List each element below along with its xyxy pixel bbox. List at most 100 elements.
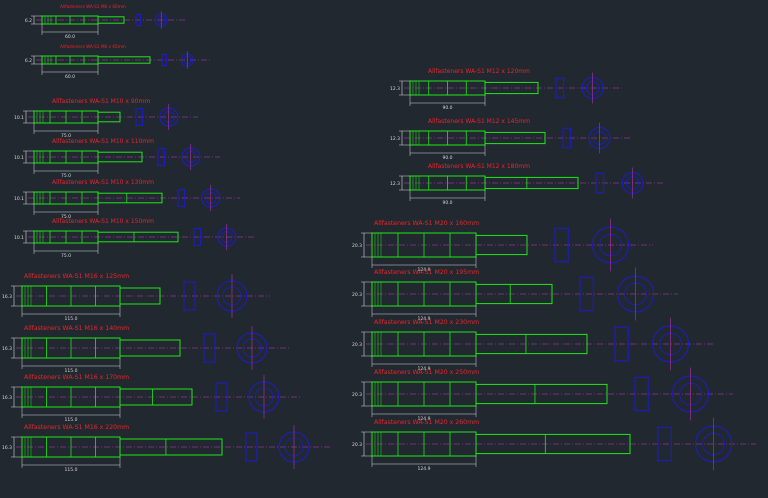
anchor-bolt [97, 231, 179, 243]
anchor-title: Allfasteners WA-S1 M10 x 150mm [52, 218, 154, 225]
anchor-bolt [119, 438, 223, 456]
dim-diameter-label: 12.3 [390, 86, 400, 92]
anchor-title: Allfasteners WA-S1 M20 x 250mm [374, 369, 479, 376]
washer [634, 376, 649, 412]
anchor-bolt [97, 192, 163, 204]
anchor-bolt [97, 111, 121, 123]
anchor-drawing: Allfasteners WA-S1 M12 x 145mm 12.3 90.0 [390, 118, 631, 161]
anchor-drawing: Allfasteners WA-S1 M10 x 150mm 10.1 75.0 [14, 218, 256, 259]
washer [614, 326, 629, 362]
anchor-title: Allfasteners WA-S1 M20 x 230mm [374, 319, 479, 326]
dim-diameter-label: 20.3 [352, 292, 362, 298]
dim-length-label: 124.9 [418, 466, 431, 472]
washer [203, 333, 216, 363]
dim-length-label: 124.9 [418, 316, 431, 322]
anchor-drawing: Allfasteners WA-S1 M16 x 140mm 16.3 115.0 [2, 325, 290, 374]
anchor-title: Allfasteners WA-S1 M16 x 125mm [24, 273, 129, 280]
dim-diameter-label: 20.3 [352, 442, 362, 448]
washer [245, 432, 258, 462]
dim-length-label: 75.0 [61, 173, 71, 179]
anchor-bolt [484, 176, 579, 190]
dim-length-label: 124.9 [418, 366, 431, 372]
anchor-bolt [97, 16, 125, 24]
dim-length-label: 90.0 [442, 105, 452, 111]
dim-length-label: 115.0 [65, 417, 78, 423]
dim-length-label: 115.0 [65, 368, 78, 374]
dim-diameter-label: 10.1 [14, 196, 24, 202]
dim-diameter-label: 6.2 [25, 18, 32, 24]
anchor-drawing: Allfasteners WA-S1 M10 x 90mm 10.1 75.0 [14, 98, 198, 139]
washer [579, 276, 594, 312]
dim-diameter-label: 16.3 [2, 294, 12, 300]
anchor-bolt [475, 333, 588, 355]
anchor-title: Allfasteners WA-S1 M10 x 90mm [52, 98, 150, 105]
washer [135, 13, 141, 27]
dim-length-label: 60.0 [65, 34, 75, 40]
anchor-drawing: Allfasteners WA-S1 M16 x 125mm 16.3 115.0 [2, 273, 270, 322]
anchor-drawing: Allfasteners WA-S1 M10 x 130mm 10.1 75.0 [14, 179, 240, 220]
anchor-title: Allfasteners WA-S1 M16 x 220mm [24, 424, 129, 431]
washer [554, 227, 569, 263]
anchor-title: Allfasteners WA-S1 M16 x 140mm [24, 325, 129, 332]
anchor-bolt [97, 151, 143, 163]
dim-diameter-label: 20.3 [352, 243, 362, 249]
washer [215, 382, 228, 412]
anchor-drawing: Allfasteners WA-S1 M12 x 120mm 12.3 90.0 [390, 68, 624, 111]
dim-diameter-label: 12.3 [390, 136, 400, 142]
anchor-drawing: Allfasteners WA-S1 M20 x 195mm 20.3 124.9 [352, 267, 678, 322]
washer [177, 189, 186, 207]
anchor-title: Allfasteners WA-S1 M20 x 160mm [374, 220, 479, 227]
dim-length-label: 115.0 [65, 467, 78, 473]
washer [193, 228, 202, 246]
dim-length-label: 90.0 [442, 155, 452, 161]
dim-length-label: 60.0 [65, 74, 75, 80]
anchor-title: Allfasteners WA-S1 M20 x 260mm [374, 419, 479, 426]
anchor-title: Allfasteners WA-S1 M10 x 110mm [52, 138, 154, 145]
washer [555, 77, 565, 99]
anchor-drawing: Allfasteners WA-S1 M12 x 180mm 12.3 90.0 [390, 163, 664, 206]
dim-diameter-label: 20.3 [352, 392, 362, 398]
anchor-drawing: Allfasteners WA-S1 M20 x 160mm 20.3 124.9 [352, 218, 653, 273]
anchor-drawing: Allfasteners WA-S1 M6 x 60mm 6.2 60.0 [25, 4, 186, 40]
dim-diameter-label: 10.1 [14, 115, 24, 121]
anchor-bolt [475, 433, 631, 455]
dim-diameter-label: 16.3 [2, 445, 12, 451]
anchor-bolt [475, 234, 528, 256]
anchor-drawing: Allfasteners WA-S1 M16 x 220mm 16.3 115.0 [2, 424, 332, 473]
washer [657, 426, 672, 462]
dim-length-label: 75.0 [61, 214, 71, 220]
dim-diameter-label: 16.3 [2, 346, 12, 352]
anchor-drawing: Allfasteners WA-S1 M10 x 110mm 10.1 75.0 [14, 138, 220, 179]
anchor-bolt [484, 81, 539, 95]
washer [183, 281, 196, 311]
anchor-title: Allfasteners WA-S1 M16 x 170mm [24, 374, 129, 381]
dim-diameter-label: 6.2 [25, 58, 32, 64]
washer [562, 127, 572, 149]
anchor-bolt [475, 283, 553, 305]
anchor-drawing: Allfasteners WA-S1 M20 x 250mm 20.3 124.9 [352, 367, 733, 422]
dim-length-label: 75.0 [61, 253, 71, 259]
dim-length-label: 124.9 [418, 267, 431, 273]
dim-diameter-label: 10.1 [14, 235, 24, 241]
dim-diameter-label: 16.3 [2, 395, 12, 401]
anchor-bolt [119, 388, 193, 406]
anchor-title: Allfasteners WA-S1 M12 x 120mm [428, 68, 530, 75]
anchor-title: Allfasteners WA-S1 M12 x 180mm [428, 163, 530, 170]
anchor-title: Allfasteners WA-S1 M12 x 145mm [428, 118, 530, 125]
anchor-bolt [475, 383, 608, 405]
dim-length-label: 75.0 [61, 133, 71, 139]
dim-diameter-label: 10.1 [14, 155, 24, 161]
anchor-title: Allfasteners WA-S1 M10 x 130mm [52, 179, 154, 186]
anchor-title: Allfasteners WA-S1 M20 x 195mm [374, 269, 479, 276]
washer [595, 172, 605, 194]
anchor-bolt [484, 131, 546, 145]
dim-length-label: 90.0 [442, 200, 452, 206]
washer [135, 108, 144, 126]
anchor-title: Allfasteners WA-S1 M6 x 60mm [60, 4, 126, 9]
dim-diameter-label: 12.3 [390, 181, 400, 187]
dim-length-label: 115.0 [65, 316, 78, 322]
